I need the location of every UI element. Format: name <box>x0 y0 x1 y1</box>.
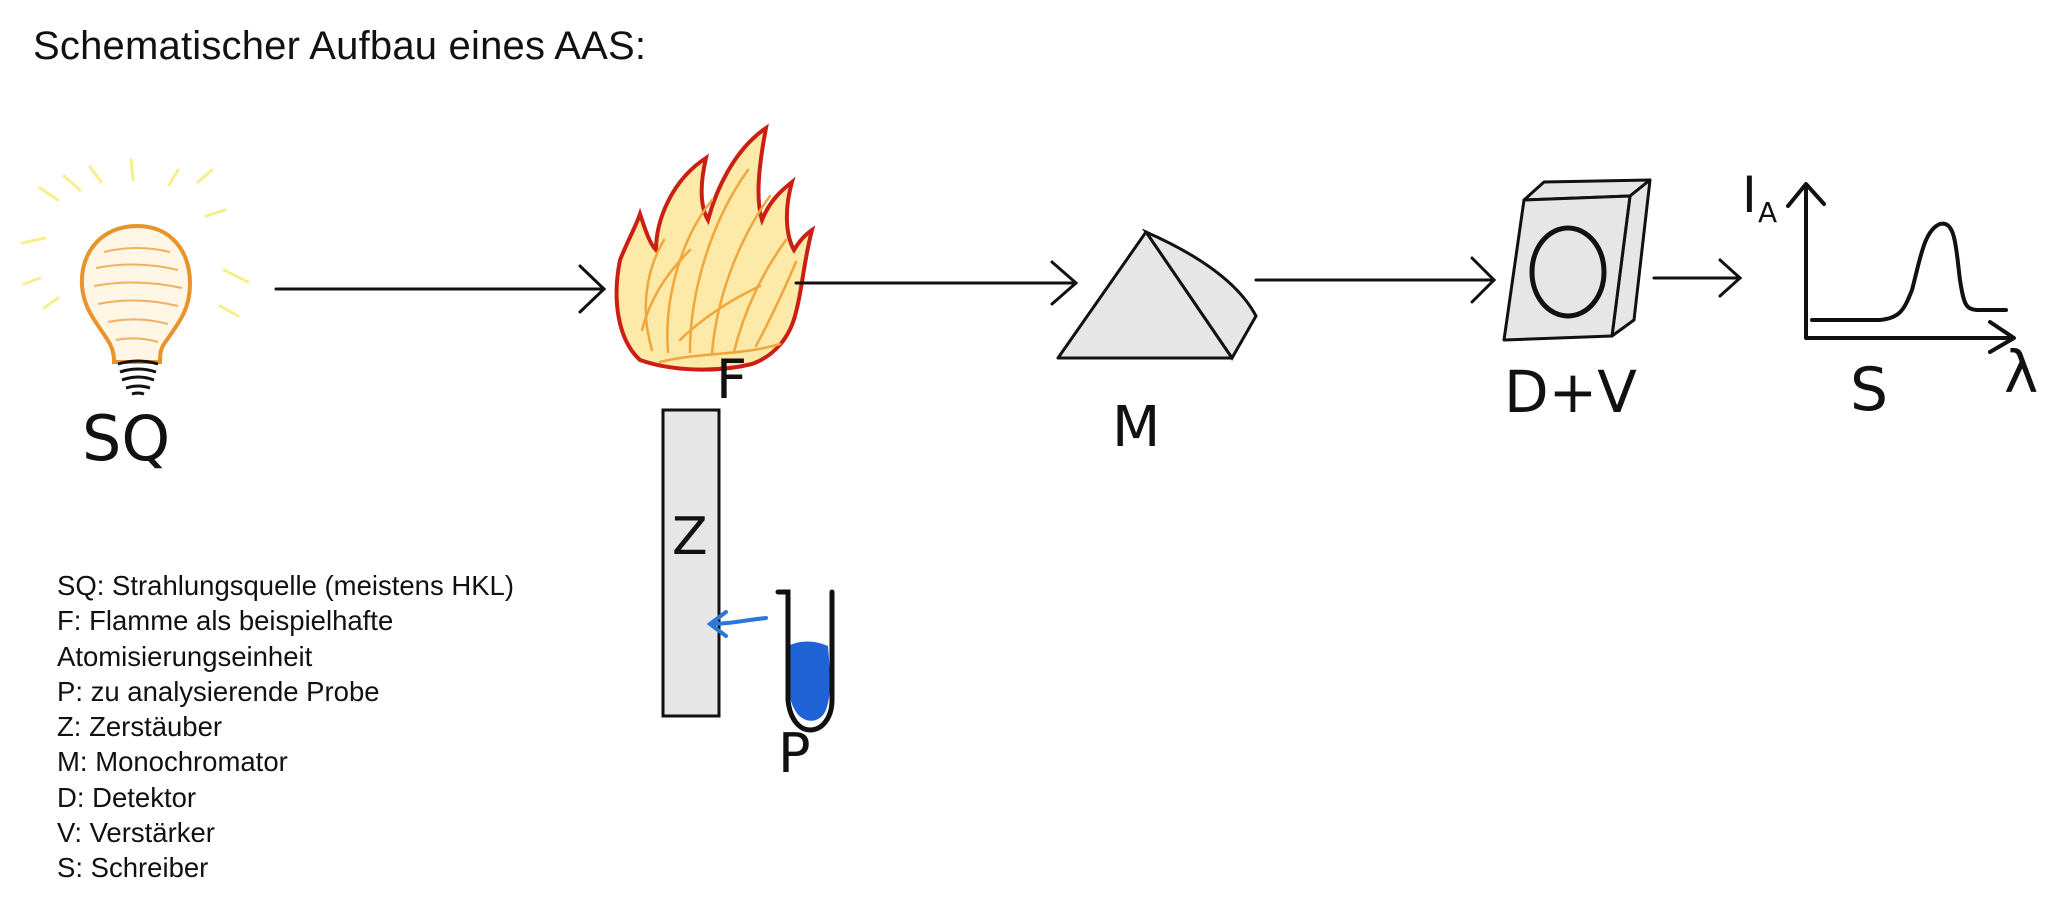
page-title: Schematischer Aufbau eines AAS: <box>33 24 647 68</box>
monochromator-label: M <box>1112 395 1160 460</box>
arrow-source-to-flame <box>274 264 607 314</box>
flame-icon <box>614 123 816 372</box>
bulb-screw-base <box>117 359 159 396</box>
flame-strokes <box>640 168 798 364</box>
absorption-peak-curve <box>1810 221 2008 322</box>
legend-item-amplifier: V: Verstärker <box>57 817 215 849</box>
plot-axes <box>1786 182 2016 354</box>
y-axis-label: I <box>1742 166 1757 224</box>
arrow-sample-to-atomizer <box>706 610 768 638</box>
legend-item-sample: P: zu analysierende Probe <box>57 675 380 707</box>
prism-icon <box>1056 228 1258 361</box>
arrow-flame-to-monochromator <box>794 260 1079 306</box>
recorder-label: S <box>1850 355 1888 425</box>
atomizer-column <box>661 408 721 718</box>
legend-item-detector: D: Detektor <box>57 781 197 813</box>
bulb-hatching <box>93 247 183 343</box>
recorder-plot <box>1786 182 2016 354</box>
source-label: SQ <box>82 402 170 475</box>
arrow-monochromator-to-detector <box>1254 256 1497 304</box>
legend-item-source: SQ: Strahlungsquelle (meistens HKL) <box>57 570 515 601</box>
legend: SQ: Strahlungsquelle (meistens HKL) F: F… <box>57 568 514 886</box>
sample-test-tube-icon <box>775 589 835 733</box>
legend-item-monochromator: M: Monochromator <box>57 746 288 778</box>
y-axis-sub-label: A <box>1758 196 1777 229</box>
x-axis-label: λ <box>2004 338 2038 406</box>
arrow-detector-to-recorder <box>1652 258 1743 298</box>
light-bulb-icon <box>20 158 250 396</box>
legend-item-flame-cont: Atomisierungseinheit <box>57 640 313 672</box>
sample-label: P <box>778 722 811 785</box>
atomizer-label: Z <box>672 507 708 567</box>
legend-item-flame: F: Flamme als beispielhafte <box>57 605 394 637</box>
bulb-rays <box>20 158 250 318</box>
detector-amplifier-label: D+V <box>1504 358 1637 426</box>
flame-label: F <box>716 348 747 411</box>
legend-item-recorder: S: Schreiber <box>57 852 209 884</box>
detector-box-icon <box>1502 178 1652 342</box>
legend-item-atomizer: Z: Zerstäuber <box>57 711 223 743</box>
